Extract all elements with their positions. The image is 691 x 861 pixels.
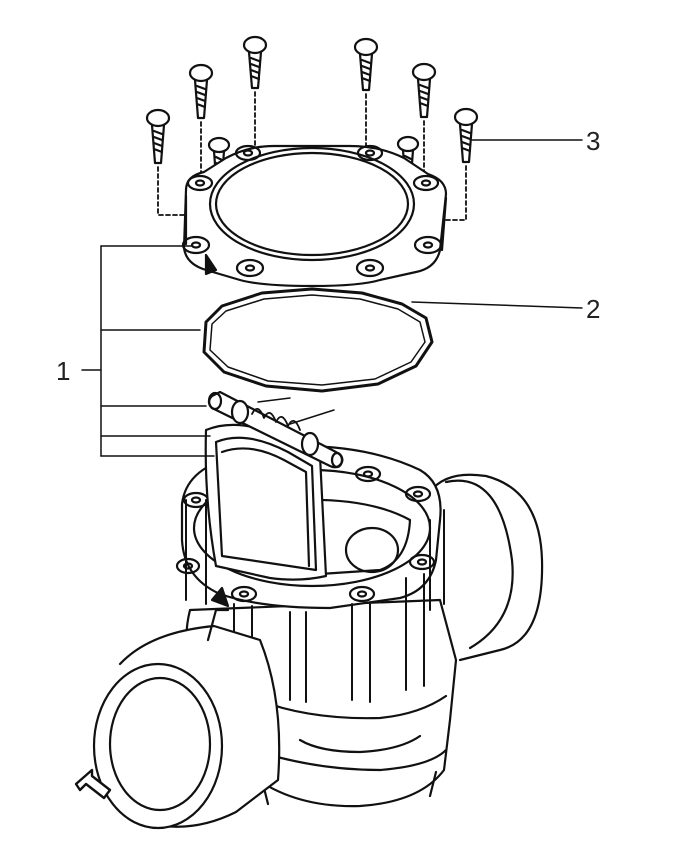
o-ring-gasket	[202, 287, 434, 393]
callout-label-2: 2	[586, 294, 600, 324]
screw	[188, 63, 214, 120]
inflow-arrow	[74, 768, 112, 800]
screw-set	[145, 35, 479, 180]
screw	[145, 108, 171, 165]
screw	[411, 62, 437, 119]
screw	[453, 107, 479, 164]
callout-leaders	[81, 139, 583, 457]
diverter-assembly	[204, 390, 344, 581]
screw	[353, 37, 379, 92]
callout-label-3: 3	[586, 126, 600, 156]
callout-label-1: 1	[56, 356, 70, 386]
valve-cover	[181, 144, 448, 288]
screw	[242, 35, 268, 90]
